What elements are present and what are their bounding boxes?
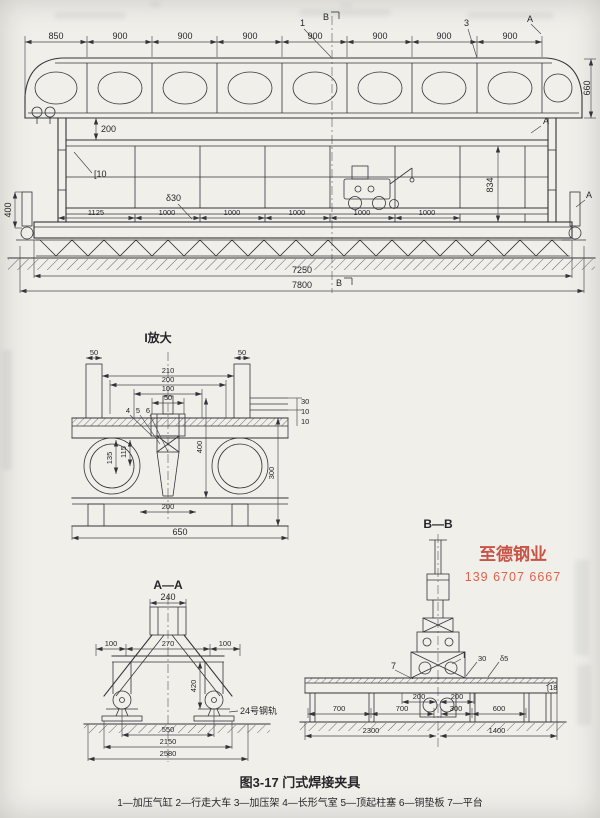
dim-2300: 2300	[363, 726, 380, 735]
dim-200: 200	[162, 375, 175, 384]
part-callout-7: 7	[391, 661, 396, 671]
rail-type-label: 24号钢轨	[240, 705, 277, 716]
dim-240: 240	[160, 592, 175, 602]
dim-50-center: 50	[164, 393, 172, 402]
dim-300: 300	[267, 467, 276, 480]
dim-135: 135	[105, 452, 114, 465]
dim-400: 400	[195, 441, 204, 454]
dim-2150: 2150	[160, 737, 177, 746]
dim-900: 900	[177, 31, 192, 41]
dim-1000: 1000	[419, 208, 436, 217]
dim-200-left: 200	[413, 692, 426, 701]
dim-7250: 7250	[292, 265, 312, 275]
main-dimensions	[12, 23, 596, 294]
dim-1000: 1000	[159, 208, 176, 217]
part-callout-4: 4	[126, 406, 130, 415]
part-callout-5: 5	[136, 406, 140, 415]
part-callout-1: 1	[300, 18, 305, 28]
callout-channel18: [18	[547, 683, 557, 692]
dim-1400: 1400	[489, 726, 506, 735]
dim-270: 270	[162, 639, 175, 648]
section-mark-a-top: A	[527, 14, 533, 24]
detail-i-view: I放大	[71, 330, 309, 541]
figure-legend: 1—加压气缸 2—行走大车 3—加压架 4—长形气室 5—顶起柱塞 6—铜垫板 …	[117, 796, 483, 809]
section-mark-b-bottom: B	[336, 278, 342, 288]
section-bb-title: B—B	[423, 517, 453, 531]
girder-lightening-holes	[34, 71, 573, 105]
dim-200-right: 200	[451, 692, 464, 701]
dim-900: 900	[372, 31, 387, 41]
section-mark-a-low: A	[586, 190, 592, 200]
bb-dimensions	[304, 658, 558, 740]
dim-550: 550	[162, 725, 175, 734]
detail-i-mark: I	[463, 650, 466, 660]
dim-30: 30	[301, 397, 309, 406]
dim-1000: 1000	[224, 208, 241, 217]
rails-and-posts	[65, 139, 549, 222]
dim-900: 900	[112, 31, 127, 41]
watermark-phone: 139 6707 6667	[465, 570, 561, 584]
bb-platform	[299, 677, 567, 731]
section-mark-a-mid: A	[543, 116, 549, 126]
section-bb-view: B—B	[299, 517, 567, 750]
watermark-company: 至德钢业	[479, 544, 547, 564]
dim-10a: 10	[301, 407, 309, 416]
section-aa-view: A—A	[83, 578, 277, 762]
dim-1000: 1000	[354, 208, 371, 217]
page-bleed-through	[2, 2, 591, 725]
section-aa-title: A—A	[153, 578, 183, 592]
dim-1125: 1125	[88, 208, 104, 217]
dim-115: 115	[119, 446, 128, 458]
dim-100-left: 100	[105, 639, 118, 648]
dim-650: 650	[172, 527, 187, 537]
gantry-legs	[16, 117, 586, 241]
detail-i-structure	[71, 363, 289, 527]
detail-i-title: I放大	[144, 330, 171, 345]
dim-420: 420	[189, 680, 198, 693]
dim-200: 200	[101, 124, 116, 134]
dim-850: 850	[48, 31, 63, 41]
callout-delta5: δ5	[500, 654, 508, 663]
dim-300: 300	[450, 704, 463, 713]
dim-100: 100	[162, 384, 175, 393]
channel-steel-label: [10	[94, 169, 107, 179]
welding-carriage	[343, 165, 415, 210]
dim-2580: 2580	[160, 749, 177, 758]
dim-400: 400	[3, 202, 13, 217]
dim-700a: 700	[333, 704, 346, 713]
dim-200-base: 200	[162, 502, 175, 511]
dim-900: 900	[436, 31, 451, 41]
dim-900: 900	[242, 31, 257, 41]
dim-50-left: 50	[90, 348, 98, 357]
aa-dimensions	[87, 599, 249, 762]
dim-900: 900	[502, 31, 517, 41]
part-callout-6: 6	[146, 406, 150, 415]
section-mark-b-top: B	[323, 12, 329, 22]
plate-thickness-label: δ30	[166, 193, 181, 203]
dim-834: 834	[485, 177, 495, 192]
platform-weldment	[33, 221, 573, 257]
main-girder	[24, 57, 583, 119]
part-callout-3: 3	[464, 18, 469, 28]
dim-700b: 700	[396, 704, 409, 713]
dim-7800: 7800	[292, 280, 312, 290]
dim-50-right: 50	[238, 348, 246, 357]
dim-600: 600	[493, 704, 506, 713]
callout-30: 30	[478, 654, 486, 663]
watermark: 至德钢业 139 6707 6667	[465, 544, 561, 584]
pressure-gauges	[31, 106, 56, 124]
figure-caption: 图3-17 门式焊接夹具	[240, 775, 361, 790]
dim-210: 210	[162, 366, 175, 375]
main-elevation-view: 850 900 900 900 900 900 900 900 660 834 …	[3, 11, 596, 294]
dim-660: 660	[582, 80, 592, 95]
detail-i-dimensions	[71, 355, 302, 541]
ground-line-main	[7, 257, 596, 270]
dim-1000: 1000	[289, 208, 306, 217]
dim-10b: 10	[301, 417, 309, 426]
dim-900: 900	[307, 31, 322, 41]
dim-100-right: 100	[219, 639, 232, 648]
